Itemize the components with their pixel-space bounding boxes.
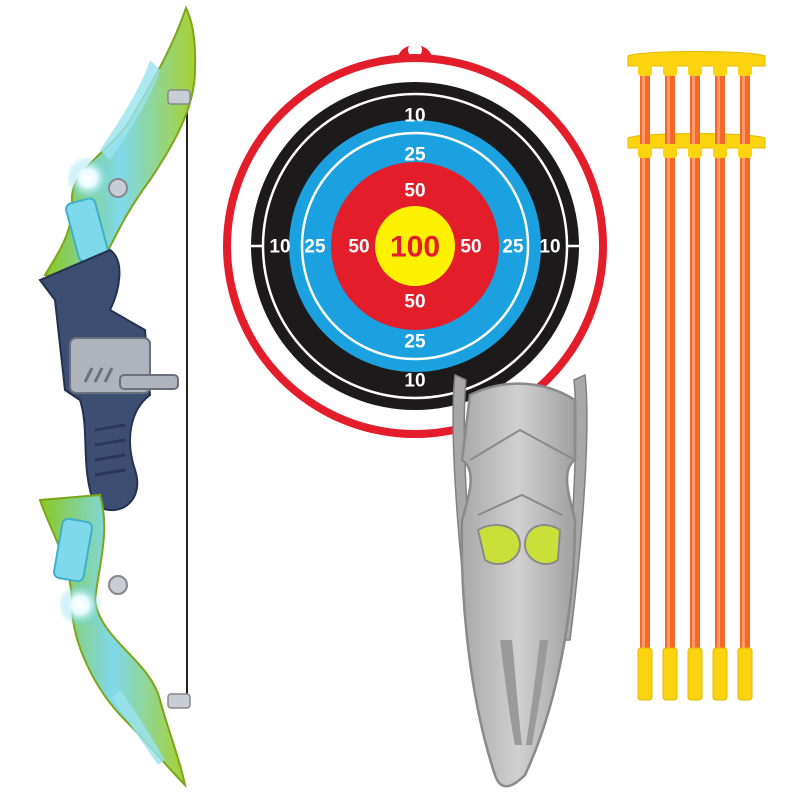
target-label-red-left: 50 <box>348 237 369 258</box>
target-label-black-bottom: 10 <box>404 371 425 392</box>
target-label-center: 100 <box>390 231 440 264</box>
target-label-red-right: 50 <box>460 237 481 258</box>
quiver-visor <box>476 524 522 565</box>
target-label-blue-top: 25 <box>404 145 426 166</box>
arrows <box>627 51 766 701</box>
target-label-red-top: 50 <box>404 181 425 202</box>
target-label-blue-left: 25 <box>304 237 326 258</box>
arrow-shafts <box>640 64 750 660</box>
target-label-black-right: 10 <box>539 237 560 258</box>
target-bullseye <box>375 206 455 286</box>
bow-light-lower <box>58 583 102 627</box>
target-board: 100 50 50 50 50 25 25 25 25 10 10 10 10 <box>223 43 607 438</box>
target-label-blue-bottom: 25 <box>404 332 426 353</box>
arrow-nocks <box>637 647 753 701</box>
target-label-black-top: 10 <box>404 106 425 127</box>
quiver <box>452 373 588 788</box>
bow-light-upper <box>66 156 110 200</box>
bow-upper-limb <box>43 5 197 287</box>
bow <box>38 5 197 789</box>
target-label-red-bottom: 50 <box>404 292 425 313</box>
target-label-black-left: 10 <box>269 237 290 258</box>
target-label-blue-right: 25 <box>502 237 524 258</box>
